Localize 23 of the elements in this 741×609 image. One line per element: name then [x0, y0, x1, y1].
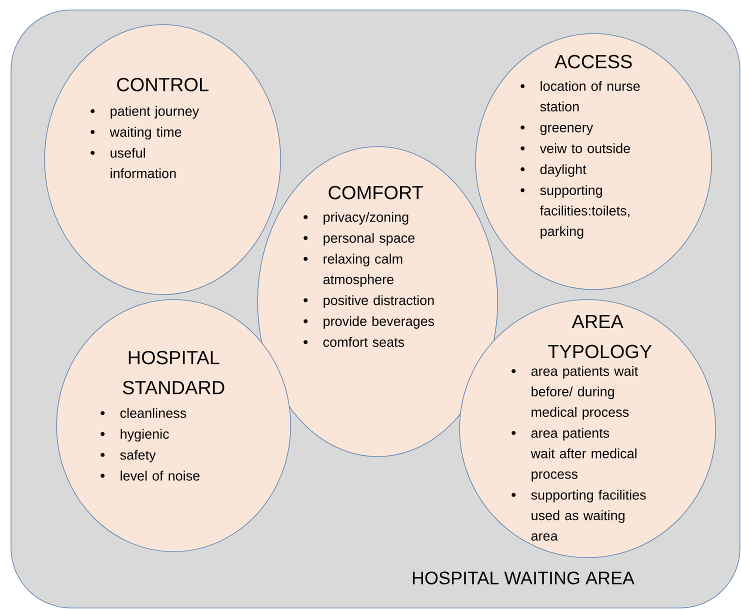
bullet-item: personal space [324, 232, 414, 246]
bullet-item: cleanliness [120, 408, 186, 418]
bullet-item: waiting time [110, 126, 182, 140]
bullet-item: positive distraction [324, 295, 434, 308]
bullet-item: privacy/zoning [324, 212, 408, 225]
circle-heading: ACCESS [554, 54, 632, 68]
bullet-item: supporting facilities used as waiting area [531, 490, 646, 541]
circle-heading: AREA TYPOLOGY [548, 314, 652, 358]
bullet-item: useful information [110, 148, 176, 178]
circle-heading: HOSPITAL STANDARD [122, 350, 224, 394]
area-title: HOSPITAL WAITING AREA [412, 572, 634, 584]
bullet-item: patient journey [110, 106, 200, 119]
circle-heading: COMFORT [328, 186, 424, 200]
bullet-item: comfort seats [323, 337, 404, 347]
bullet-item: provide beverages [324, 316, 434, 329]
bullet-item: level of noise [120, 470, 200, 481]
bullet-item: supporting facilities:toilets, parking [540, 185, 630, 239]
bullet-item: greenery [540, 124, 594, 135]
bullet-item: daylight [540, 164, 586, 177]
bullet-item: veiw to outside [540, 143, 630, 154]
bullet-item: safety [120, 450, 156, 462]
bullet-item: hygienic [120, 428, 169, 442]
circle-heading: CONTROL [117, 78, 208, 92]
